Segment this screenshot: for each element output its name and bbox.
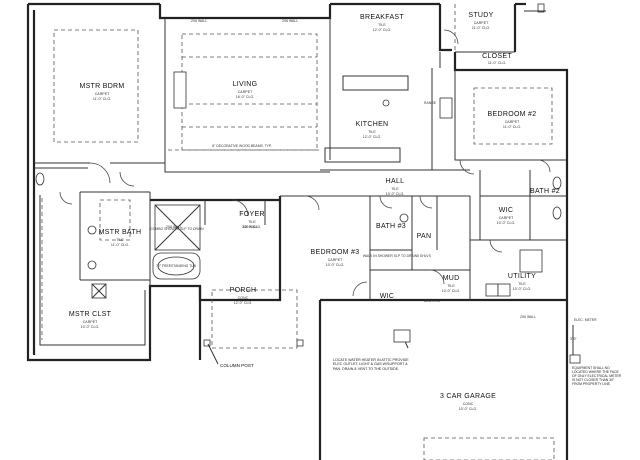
annotations: COLUMN POST 8" DECORATIVE WOOD BEAMS, TY… — [150, 19, 622, 386]
svg-text:5 SHLVS: 5 SHLVS — [417, 254, 431, 258]
label-built-ins: BUILT-INS — [424, 299, 441, 303]
svg-text:CARPET: CARPET — [328, 258, 343, 262]
label-wic-2: WIC — [380, 293, 395, 300]
label-porch: PORCH — [230, 287, 257, 294]
label-kitchen: KITCHEN — [356, 121, 389, 128]
svg-text:TILE: TILE — [368, 130, 376, 134]
svg-text:16'-0" CLG.: 16'-0" CLG. — [236, 95, 255, 99]
label-foyer: FOYER — [239, 211, 265, 218]
interior-walls — [34, 18, 567, 346]
svg-text:12'-0" CLG.: 12'-0" CLG. — [243, 225, 262, 229]
svg-text:CONC: CONC — [238, 296, 249, 300]
svg-text:10'-0" CLG.: 10'-0" CLG. — [386, 192, 405, 196]
svg-text:CARPET: CARPET — [83, 320, 98, 324]
svg-text:CARPET: CARPET — [499, 216, 514, 220]
svg-text:CARPET: CARPET — [474, 21, 489, 25]
label-range: RANGE — [424, 101, 437, 105]
label-living: LIVING — [233, 81, 258, 88]
svg-text:TILE: TILE — [378, 23, 386, 27]
svg-text:10'-0" CLG.: 10'-0" CLG. — [513, 287, 532, 291]
label-tub-note: 72" FREESTANDING TUB — [156, 264, 197, 268]
svg-text:12'-0" CLG.: 12'-0" CLG. — [363, 135, 382, 139]
label-3-0: 3'-0" — [570, 337, 578, 341]
label-mstr-bath: MSTR BATH — [99, 229, 142, 236]
label-column-post: COLUMN POST — [220, 363, 254, 368]
label-2x6-wall-4: 2X6 WALL — [242, 225, 258, 229]
svg-text:11'-0" CLG.: 11'-0" CLG. — [111, 243, 129, 247]
svg-text:12'-0" CLG.: 12'-0" CLG. — [234, 301, 253, 305]
label-mstr-clst: MSTR CLST — [69, 311, 112, 318]
label-pan: PAN — [417, 233, 432, 240]
svg-text:11'-0" CLG.: 11'-0" CLG. — [93, 97, 111, 101]
svg-text:TILE: TILE — [447, 284, 455, 288]
svg-text:TILE: TILE — [391, 187, 399, 191]
label-2x6-wall-5: 2X6 WALL — [520, 315, 536, 319]
svg-text:12'-0" CLG.: 12'-0" CLG. — [373, 28, 392, 32]
label-2x6-wall-2: 2X6 WALL — [282, 19, 298, 23]
label-shower-note-2: WALK IN SHOWER SLP TO DRAIN — [363, 254, 418, 258]
svg-text:10'-0" CLG.: 10'-0" CLG. — [81, 325, 100, 329]
sink-2 — [87, 260, 97, 270]
label-garage: 3 CAR GARAGE — [440, 393, 496, 400]
svg-text:11'-0" CLG.: 11'-0" CLG. — [503, 125, 521, 129]
exterior-walls — [26, 2, 569, 460]
equipment-note: EQUIPMENT SHALL NO LOCATED WHERE THE FAC… — [572, 366, 622, 386]
svg-text:11'-0" CLG.: 11'-0" CLG. — [488, 61, 506, 65]
label-hall: HALL — [386, 178, 405, 185]
water-heater-note: LOCATE WATER HEATER IN ATTIC PROVIDE ELE… — [333, 358, 409, 371]
label-mstr-bdrm: MSTR BDRM — [79, 83, 124, 90]
room-labels: BREAKFAST TILE 12'-0" CLG. STUDY CARPET … — [69, 10, 560, 411]
label-elec-meter: ELEC. METER — [574, 318, 597, 322]
fixtures — [35, 3, 562, 347]
label-2x6-wall-1: 2X6 WALL — [191, 19, 207, 23]
label-bedroom-3: BEDROOM #3 — [311, 249, 360, 256]
label-bath-2: BATH #2 — [530, 188, 560, 195]
label-2x6-wall-3: 2X6 WALL — [166, 225, 182, 229]
svg-text:TILE: TILE — [248, 220, 256, 224]
svg-text:CARPET: CARPET — [505, 120, 520, 124]
doors — [59, 29, 551, 297]
toilet — [35, 172, 45, 186]
svg-text:10'-0" CLG.: 10'-0" CLG. — [326, 263, 345, 267]
label-study: STUDY — [468, 12, 493, 19]
svg-text:10'-0" CLG.: 10'-0" CLG. — [497, 221, 516, 225]
svg-text:CONC: CONC — [463, 402, 474, 406]
svg-text:CARPET: CARPET — [238, 90, 253, 94]
label-utility: UTILITY — [508, 273, 536, 280]
sink-1 — [87, 225, 97, 235]
label-shower-note: COMBO SHOWER SLP TO DRAIN — [150, 227, 204, 231]
label-mud: MUD — [443, 275, 460, 282]
label-bath-3: BATH #3 — [376, 223, 406, 230]
label-bedroom-2: BEDROOM #2 — [488, 111, 537, 118]
label-wic: WIC — [499, 207, 514, 214]
svg-text:TILE: TILE — [116, 238, 124, 242]
svg-text:TILE: TILE — [518, 282, 526, 286]
label-wood-beams: 8" DECORATIVE WOOD BEAMS, TYP. — [212, 144, 272, 148]
svg-text:10'-0" CLG.: 10'-0" CLG. — [459, 407, 478, 411]
label-breakfast: BREAKFAST — [360, 14, 404, 21]
svg-text:10'-0" CLG.: 10'-0" CLG. — [442, 289, 461, 293]
svg-text:11'-0" CLG.: 11'-0" CLG. — [472, 26, 490, 30]
label-closet: CLOSET — [482, 53, 512, 60]
svg-text:CARPET: CARPET — [95, 92, 110, 96]
